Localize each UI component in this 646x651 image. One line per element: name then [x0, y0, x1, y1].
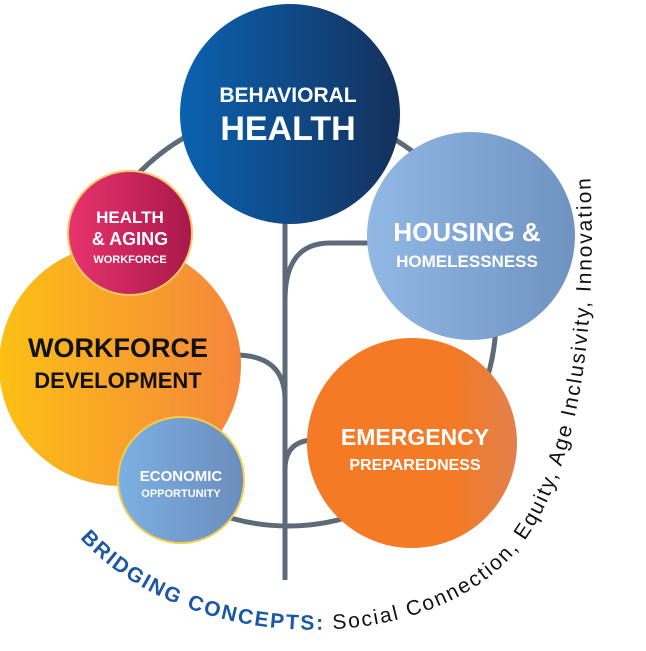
label: WORKFORCE — [93, 254, 166, 266]
label: ECONOMIC — [140, 468, 223, 485]
label: DEVELOPMENT — [34, 368, 202, 393]
branch-workforce — [234, 352, 288, 401]
label: PREPAREDNESS — [349, 457, 481, 474]
label: EMERGENCY — [341, 424, 489, 450]
circle-housing-homelessness: HOUSING & HOMELESSNESS — [367, 132, 575, 340]
circle-health-aging-workforce: HEALTH & AGING WORKFORCE — [67, 170, 193, 296]
label: HEALTH — [220, 110, 355, 148]
label: OPPORTUNITY — [141, 488, 221, 500]
circle-behavioral-health: BEHAVIORAL HEALTH — [180, 4, 400, 224]
label: BEHAVIORAL — [219, 84, 356, 107]
label: & AGING — [92, 229, 168, 249]
label: HEALTH — [96, 208, 164, 227]
circle-economic-opportunity: ECONOMIC OPPORTUNITY — [117, 416, 245, 544]
label: HOMELESSNESS — [396, 252, 538, 271]
branch-housing — [282, 240, 380, 301]
label: HOUSING & — [393, 217, 540, 247]
label: WORKFORCE — [28, 333, 208, 363]
circle-emergency-preparedness: EMERGENCY PREPAREDNESS — [307, 338, 517, 548]
